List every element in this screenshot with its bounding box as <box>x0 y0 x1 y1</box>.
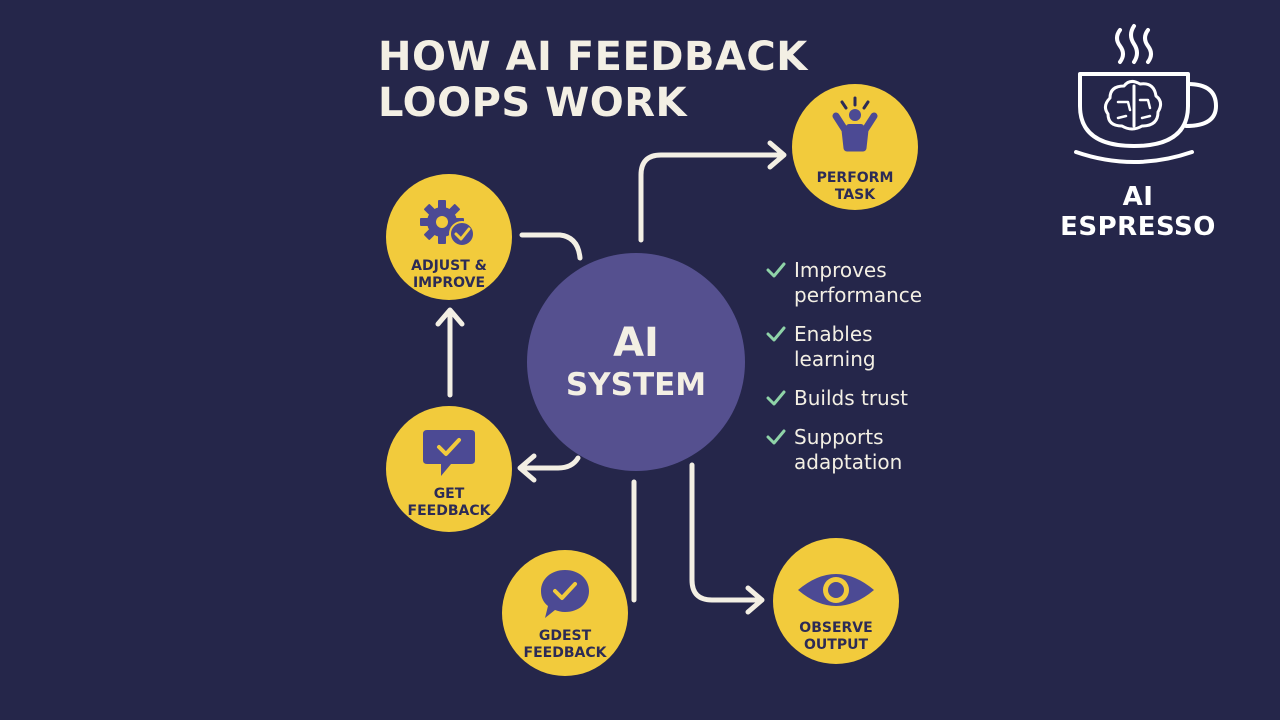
benefit-text: Improves performance <box>794 258 923 307</box>
check-icon <box>766 262 786 278</box>
node-observe-output: OBSERVE OUTPUT <box>773 538 899 664</box>
chat-bubble-check-icon <box>541 570 589 618</box>
benefit-text: Supports adaptation <box>794 425 903 474</box>
gear-check-icon <box>420 200 475 247</box>
node-adjust-improve: ADJUST & IMPROVE <box>386 174 512 300</box>
page-title: HOW AI FEEDBACK LOOPS WORK <box>378 34 818 126</box>
node-get-feedback: GET FEEDBACK <box>386 406 512 532</box>
check-icon <box>766 429 786 445</box>
chat-check-icon <box>423 430 475 476</box>
person-raised-arms-icon <box>832 96 878 152</box>
benefit-item: Builds trust <box>766 386 986 411</box>
brand-name: AI ESPRESSO <box>1060 182 1216 242</box>
title-line-2: LOOPS WORK <box>378 80 688 126</box>
arrowhead-perform-task <box>767 140 787 170</box>
check-icon <box>766 326 786 342</box>
brand-logo: AI ESPRESSO <box>1040 22 1236 242</box>
title-line-1: HOW AI FEEDBACK <box>378 34 808 80</box>
node-label: GET FEEDBACK <box>407 486 491 519</box>
connector-adjust-to-center <box>519 232 583 261</box>
arrowhead-get-feedback <box>517 453 537 483</box>
benefit-item: Enables learning <box>766 322 986 372</box>
ai-system-circle: AI SYSTEM <box>527 253 745 471</box>
arrowhead-observe-output <box>745 585 765 615</box>
arrow-to-observe-output <box>689 462 763 603</box>
node-label: GDEST FEEDBACK <box>523 628 607 661</box>
node-gdest-feedback: GDEST FEEDBACK <box>502 550 628 676</box>
node-label: ADJUST & IMPROVE <box>411 258 487 291</box>
arrow-to-get-feedback <box>519 455 581 471</box>
arrow-to-perform-task <box>638 152 785 243</box>
eye-icon <box>798 574 874 606</box>
node-perform-task: PERFORM TASK <box>792 84 918 210</box>
arrowhead-adjust-improve <box>435 307 465 327</box>
benefit-item: Improves performance <box>766 258 986 308</box>
center-label-line-1: AI <box>613 320 659 366</box>
node-label: OBSERVE OUTPUT <box>799 620 873 653</box>
benefit-item: Supports adaptation <box>766 425 986 475</box>
benefit-text: Builds trust <box>794 386 908 410</box>
coffee-cup-brain-icon <box>1074 24 1218 164</box>
check-icon <box>766 390 786 406</box>
node-label: PERFORM TASK <box>816 170 894 203</box>
benefit-text: Enables learning <box>794 322 876 371</box>
benefits-list: Improves performance Enables learning Bu… <box>766 258 986 489</box>
center-label-line-2: SYSTEM <box>565 367 707 403</box>
